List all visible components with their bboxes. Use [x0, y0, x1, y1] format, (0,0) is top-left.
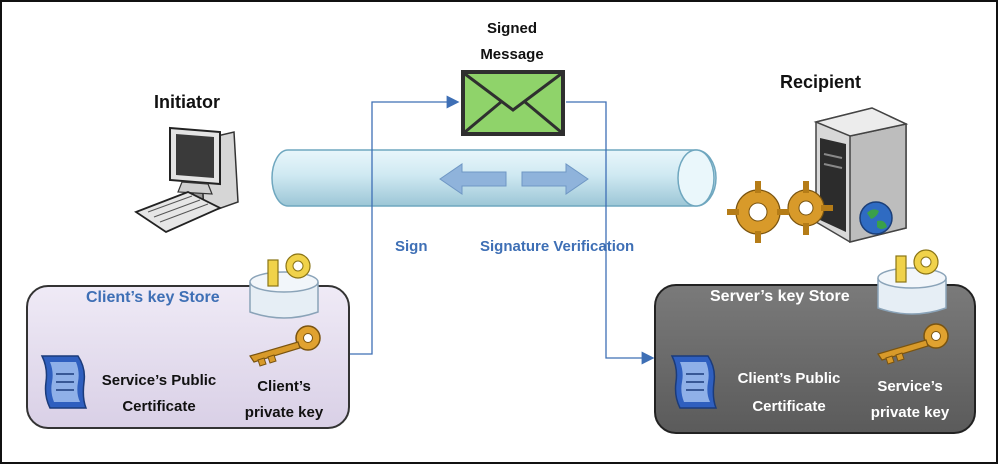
client-key-line2: private key — [244, 404, 324, 421]
sign-label: Sign — [395, 238, 428, 255]
certificate-icon — [670, 355, 718, 409]
key-icon — [877, 323, 949, 365]
server-store-title: Server’s key Store — [710, 288, 850, 305]
computer-icon — [134, 126, 239, 234]
client-key-line1: Client’s — [257, 378, 311, 395]
server-key-line2: private key — [870, 404, 950, 421]
initiator-label: Initiator — [154, 92, 220, 112]
recipient-label: Recipient — [780, 72, 862, 92]
certificate-icon — [40, 355, 88, 409]
server-cert-line1: Client’s Public — [737, 370, 841, 387]
globe-icon — [859, 201, 893, 235]
server-cert-line2: Certificate — [752, 398, 826, 415]
key-store-icon — [877, 249, 947, 315]
key-icon — [249, 325, 321, 367]
client-store-title: Client’s key Store — [86, 289, 220, 306]
envelope-icon — [461, 70, 565, 136]
signed-label: Signed — [486, 20, 537, 37]
key-store-icon — [249, 253, 319, 319]
client-cert-line2: Certificate — [122, 398, 196, 415]
server-key-line1: Service’s — [877, 378, 943, 395]
message-label: Message — [480, 46, 544, 63]
signature-verification-label: Signature Verification — [480, 238, 635, 255]
client-cert-line1: Service’s Public — [101, 372, 217, 389]
left-arrow-icon — [439, 163, 507, 195]
gears-icon — [727, 181, 833, 243]
right-arrow-icon — [521, 163, 589, 195]
